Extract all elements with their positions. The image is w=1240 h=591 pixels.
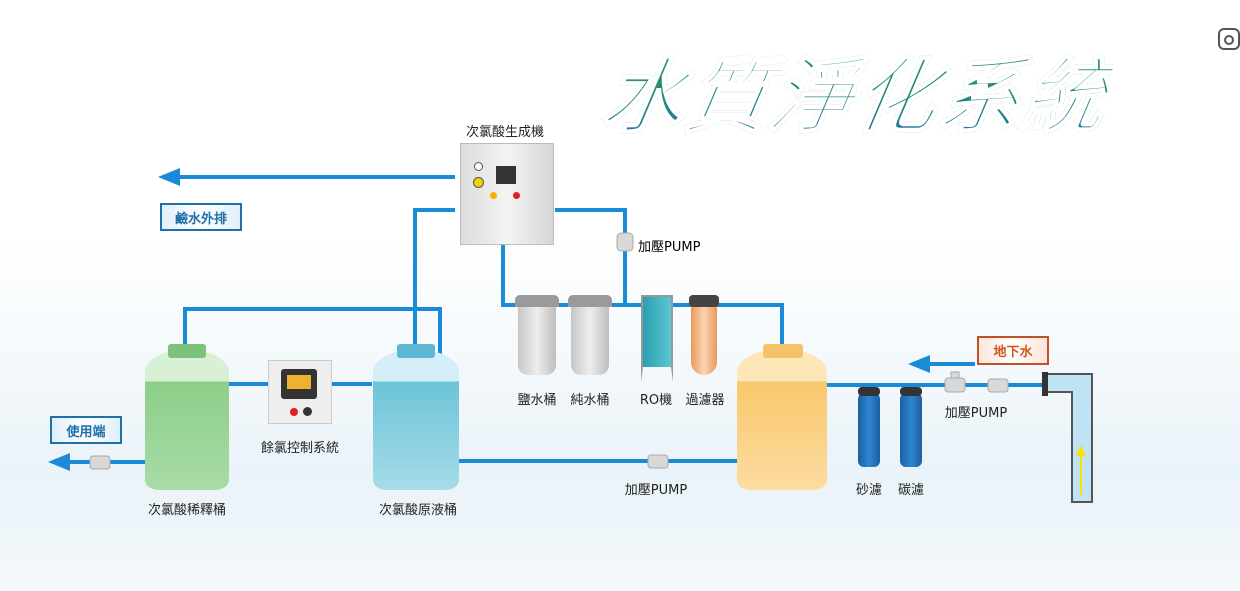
ro-machine — [641, 295, 673, 382]
alkaline-discharge-tag: 鹼水外排 — [160, 203, 242, 231]
well — [1042, 372, 1093, 503]
chlorine-controller — [268, 360, 332, 424]
page-title: 水質淨化系統 — [594, 30, 1120, 149]
dilution-label: 次氯酸稀釋桶 — [147, 503, 227, 518]
pump-icon — [89, 455, 111, 470]
generator-label: 次氯酸生成機 — [465, 125, 545, 140]
gen-to-ro-pipe — [555, 208, 627, 305]
sand-filter — [858, 387, 880, 467]
cartridge-filter — [689, 295, 719, 375]
pure-water-tank — [568, 295, 612, 375]
carbon-label: 碳濾 — [897, 483, 925, 498]
pump-icon — [987, 378, 1009, 393]
raw-water-tank — [737, 350, 827, 490]
pure-label: 純水桶 — [570, 393, 610, 408]
use-point-tag: 使用端 — [50, 416, 122, 444]
ro-label: RO機 — [639, 393, 673, 408]
brine-tank — [515, 295, 559, 375]
discharge-arrow-icon — [158, 168, 180, 186]
pump-icon — [616, 232, 634, 252]
use-arrow-icon — [48, 453, 70, 471]
brine-label: 鹽水桶 — [517, 393, 557, 408]
filter-label: 過濾器 — [685, 393, 725, 408]
controller-label: 餘氯控制系統 — [260, 441, 340, 456]
valve-icon — [950, 371, 960, 379]
carbon-filter — [900, 387, 922, 467]
dilution-tank — [145, 350, 229, 490]
groundwater-arrow-icon — [908, 355, 930, 373]
pump-label: 加壓PUMP — [944, 406, 1008, 421]
scan-icon[interactable] — [1218, 28, 1240, 50]
raw-tank-cap — [763, 344, 803, 358]
hypochlorous-generator — [460, 143, 554, 245]
stock-tank — [373, 350, 459, 490]
pump-icon — [647, 454, 669, 469]
pump-label: 加壓PUMP — [624, 483, 688, 498]
pump-icon — [944, 377, 966, 393]
sand-label: 砂濾 — [855, 483, 883, 498]
dilution-return-pipe — [183, 307, 737, 463]
stock-label: 次氯酸原液桶 — [378, 503, 458, 518]
gen-to-stock-pipe — [413, 208, 455, 345]
pump-label: 加壓PUMP — [638, 240, 701, 255]
stock-tank-cap — [397, 344, 435, 358]
groundwater-tag: 地下水 — [977, 336, 1049, 365]
dilution-tank-cap — [168, 344, 206, 358]
